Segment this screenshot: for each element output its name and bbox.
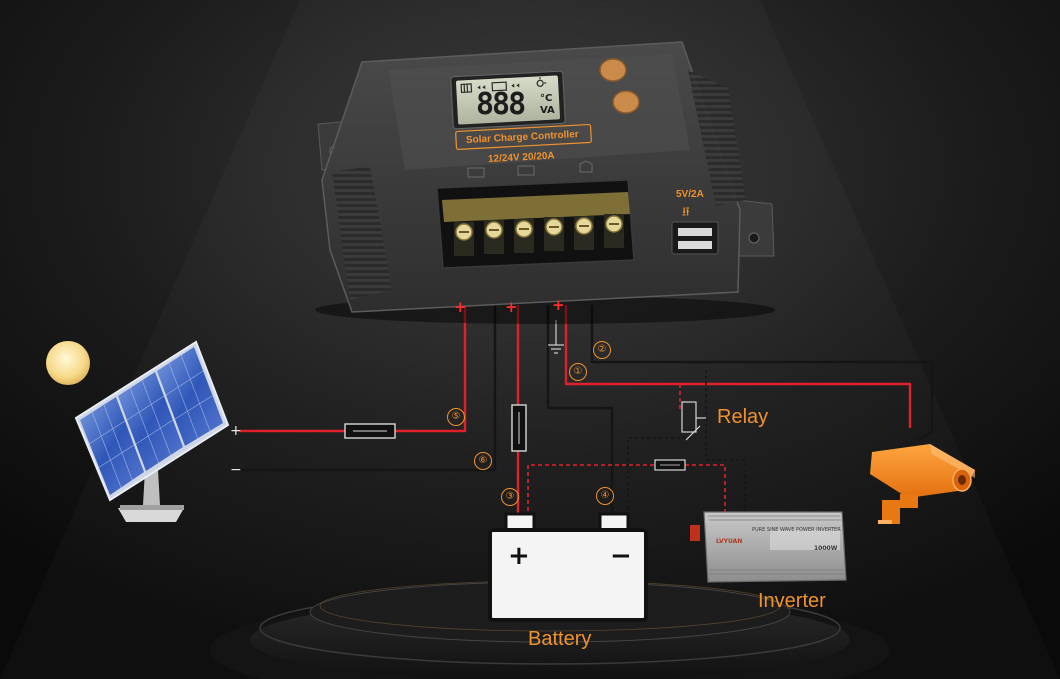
terminal-plus-load: + — [552, 296, 565, 314]
marker-1: ① — [569, 363, 587, 381]
battery-label: Battery — [528, 628, 592, 650]
lcd-unit-temp: °C — [540, 93, 553, 104]
fuse-panel — [344, 423, 396, 439]
inverter-label: Inverter — [758, 590, 826, 612]
wire-4-battery-negative — [546, 305, 614, 518]
terminal-screws — [454, 214, 624, 256]
solar-charge-controller — [315, 41, 775, 324]
ground-symbol — [548, 320, 564, 354]
relay-symbol — [681, 401, 706, 441]
wire-2-load-negative — [590, 305, 934, 442]
security-camera-icon — [870, 444, 975, 524]
wires — [232, 305, 934, 525]
panel-negative-sign: − — [230, 462, 242, 478]
relay-label: Relay — [717, 406, 769, 428]
marker-6: ⑥ — [474, 452, 492, 470]
battery — [488, 512, 648, 622]
usb-ports — [671, 221, 719, 255]
marker-3: ③ — [501, 488, 519, 506]
lcd-icons — [460, 77, 547, 94]
inverter — [690, 511, 847, 583]
terminal-plus-battery: + — [505, 298, 518, 316]
fuse-inverter — [654, 459, 686, 471]
marker-2: ② — [593, 341, 611, 359]
button-set[interactable] — [612, 90, 640, 114]
battery-negative-sign: − — [610, 541, 632, 571]
inverter-rating: 1000W — [814, 545, 838, 552]
panel-positive-sign: + — [230, 423, 242, 439]
usb-icon: ⭿ — [682, 205, 690, 219]
relay-wire-ground — [627, 430, 691, 518]
wire-1-load-positive — [564, 305, 912, 428]
lcd-readout: 888 — [476, 87, 526, 122]
relay-wire-coil — [705, 370, 746, 525]
terminal-plus-panel: + — [454, 298, 467, 316]
battery-positive-sign: + — [508, 541, 530, 571]
lcd-unit-power: VA — [540, 105, 555, 116]
button-menu[interactable] — [599, 58, 627, 82]
fuse-battery — [511, 404, 527, 452]
inverter-brand: LVYUAN — [716, 538, 743, 545]
marker-4: ④ — [596, 487, 614, 505]
podium — [210, 580, 890, 679]
wire-6-panel-negative — [232, 305, 497, 472]
wire-5-panel-positive — [240, 305, 467, 433]
usb-rating: 5V/2A — [676, 189, 704, 200]
sun-icon — [46, 341, 90, 385]
lcd-screen — [456, 75, 560, 125]
inverter-model: PURE SINE WAVE POWER INVERTER — [752, 527, 841, 533]
terminal-icons — [467, 160, 593, 178]
solar-panel — [74, 340, 230, 522]
title-plate — [455, 123, 592, 150]
marker-5: ⑤ — [447, 408, 465, 426]
